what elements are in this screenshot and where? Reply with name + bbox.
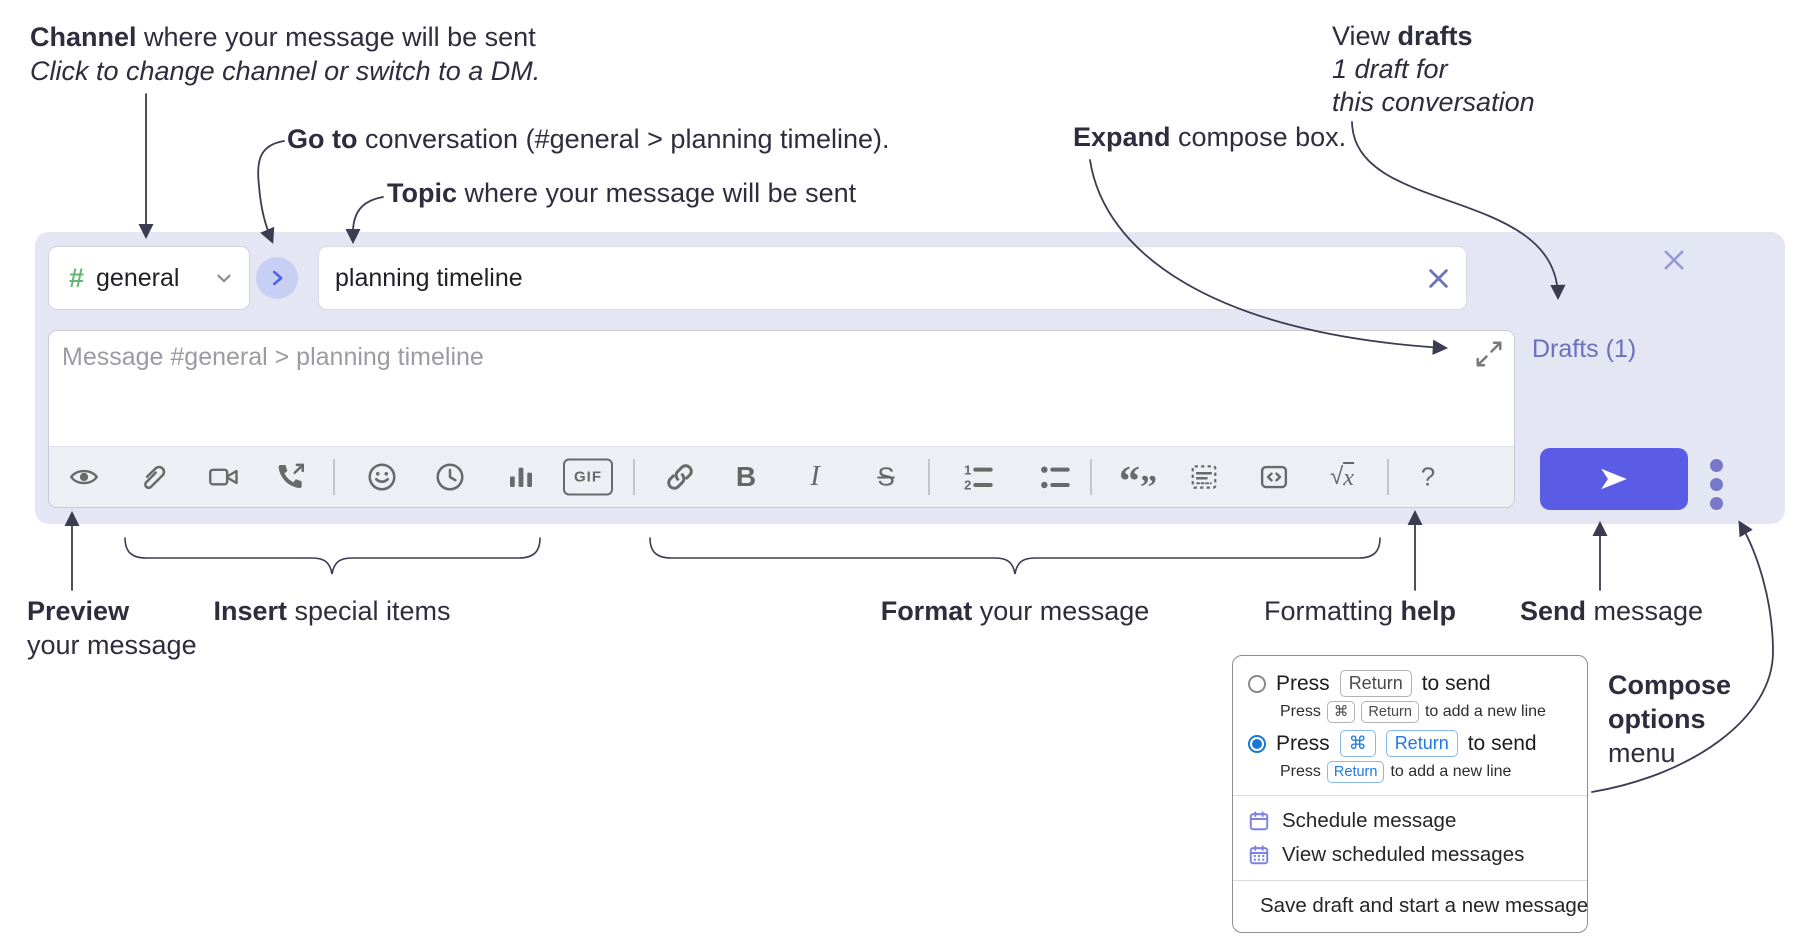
- topic-clear-button[interactable]: [1423, 263, 1453, 293]
- toolbar-divider: [1387, 459, 1389, 495]
- compose-options-menu: Press Return to send Press ⌘ Return to a…: [1232, 655, 1588, 933]
- preview-eye-icon[interactable]: [67, 462, 101, 492]
- kbd-return: Return: [1385, 730, 1458, 757]
- channel-annotation: Channel where your message will be sent …: [30, 22, 541, 86]
- topic-annotation: Topic where your message will be sent: [387, 178, 857, 208]
- quote-icon[interactable]: “”: [1119, 459, 1157, 506]
- chevron-down-icon: [217, 274, 231, 283]
- global-time-icon[interactable]: [434, 461, 466, 493]
- emoji-icon[interactable]: [366, 461, 398, 493]
- bulleted-list-icon[interactable]: [1039, 461, 1071, 493]
- calendar-grid-icon: [1249, 845, 1269, 865]
- compose-close-button[interactable]: [1656, 242, 1692, 278]
- channel-selector[interactable]: # general: [48, 246, 250, 310]
- send-shortcut-option-1-hint: Press ⌘ Return to add a new line: [1233, 700, 1587, 727]
- radio-selected[interactable]: [1248, 734, 1266, 753]
- radio-unselected[interactable]: [1248, 674, 1266, 693]
- goto-conversation-button[interactable]: [256, 257, 298, 299]
- ellipsis-dot: [1710, 478, 1723, 491]
- kbd-return: Return: [1361, 701, 1419, 723]
- send-shortcut-option-2[interactable]: Press ⌘ Return to send: [1233, 727, 1587, 760]
- send-button[interactable]: [1540, 448, 1688, 510]
- menu-divider: [1233, 795, 1587, 796]
- italic-label: I: [810, 461, 820, 492]
- strikethrough-icon[interactable]: S: [877, 462, 894, 493]
- svg-text:2: 2: [964, 478, 971, 493]
- channel-name: general: [96, 263, 180, 292]
- insert-annotation: Insert special items: [213, 596, 451, 626]
- send-plane-icon: [1601, 468, 1627, 490]
- send-annotation: Send message: [1520, 596, 1704, 626]
- bold-icon[interactable]: B: [736, 461, 756, 493]
- message-container: GIF B I S 12: [48, 330, 1515, 508]
- code-icon[interactable]: [1258, 462, 1290, 492]
- send-shortcut-option-1[interactable]: Press Return to send: [1233, 667, 1587, 700]
- channel-hash-icon: #: [69, 262, 85, 293]
- expand-annotation: Expand compose box.: [1073, 122, 1347, 152]
- close-icon: [1664, 250, 1684, 270]
- close-icon: [1428, 268, 1448, 288]
- italic-icon[interactable]: I: [810, 461, 819, 493]
- toolbar-divider: [333, 459, 335, 495]
- help-icon[interactable]: ?: [1421, 462, 1435, 493]
- send-shortcut-option-2-hint: Press Return to add a new line: [1233, 760, 1587, 787]
- menu-divider: [1233, 880, 1587, 881]
- expand-compose-icon[interactable]: [1474, 339, 1506, 371]
- compose-box: # general: [35, 232, 1785, 524]
- kbd-return: Return: [1339, 670, 1412, 697]
- math-icon[interactable]: √x: [1330, 462, 1354, 491]
- help-label: ?: [1420, 461, 1436, 492]
- chevron-right-icon: [272, 270, 283, 286]
- menu-item-schedule-message[interactable]: Schedule message: [1233, 804, 1587, 838]
- drafts-annotation: View drafts 1 draft for this conversatio…: [1332, 21, 1535, 117]
- audio-call-icon[interactable]: [275, 461, 307, 493]
- toolbar-divider: [928, 459, 930, 495]
- strike-label: S: [877, 461, 895, 492]
- ellipsis-dot: [1710, 497, 1723, 510]
- ellipsis-dot: [1710, 459, 1723, 472]
- kbd-return: Return: [1326, 761, 1385, 783]
- topic-input[interactable]: [318, 246, 1467, 310]
- spoiler-icon[interactable]: [1188, 462, 1220, 492]
- menu-item-save-draft[interactable]: Save draft and start a new message: [1233, 889, 1588, 923]
- kbd-cmd: ⌘: [1339, 730, 1376, 757]
- poll-icon[interactable]: [506, 462, 536, 492]
- kbd-cmd: ⌘: [1326, 701, 1356, 723]
- attach-file-icon[interactable]: [136, 461, 168, 493]
- gif-icon[interactable]: GIF: [563, 458, 613, 496]
- bold-label: B: [735, 461, 757, 492]
- message-input[interactable]: [49, 331, 1514, 447]
- drafts-link[interactable]: Drafts (1): [1532, 335, 1637, 363]
- preview-annotation: Preview your message: [27, 596, 197, 660]
- toolbar-divider: [1090, 459, 1092, 495]
- compose-options-button[interactable]: [1710, 459, 1723, 510]
- goto-annotation: Go to conversation (#general > planning …: [287, 124, 890, 154]
- svg-text:1: 1: [964, 462, 972, 477]
- toolbar-divider: [633, 459, 635, 495]
- formatting-help-annotation: Formatting help: [1263, 596, 1457, 626]
- calendar-icon: [1249, 811, 1269, 831]
- gif-label: GIF: [574, 468, 602, 486]
- compose-options-annotation: Compose options menu: [1608, 670, 1732, 768]
- topic-input-wrap: [318, 246, 1467, 310]
- format-annotation: Format your message: [880, 596, 1150, 626]
- menu-item-view-scheduled[interactable]: View scheduled messages: [1233, 838, 1587, 872]
- link-icon[interactable]: [663, 460, 697, 494]
- video-call-icon[interactable]: [206, 462, 242, 492]
